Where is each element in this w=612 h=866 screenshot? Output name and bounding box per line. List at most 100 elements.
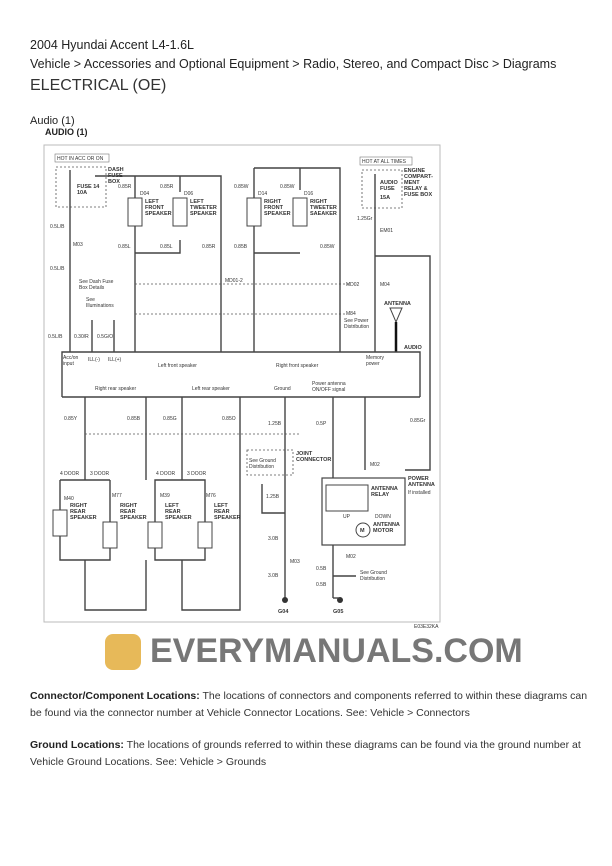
wire-label: 1.25B: [268, 421, 282, 427]
motor-symbol: M: [360, 528, 365, 534]
connector-locations-note: Connector/Component Locations: The locat…: [30, 688, 590, 722]
connector-d16: D16: [304, 191, 313, 197]
wire-label: 0.85W: [320, 244, 335, 250]
wire-label: 0.5L/B: [50, 224, 65, 230]
wire-label: 0.85G: [163, 416, 177, 422]
fuse14-amp: 10A: [77, 190, 87, 196]
audio-unit-label: AUDIO: [404, 345, 422, 351]
connector-m84: M84: [346, 311, 356, 317]
connector-m03: M03: [73, 242, 83, 248]
left-front-group-label: Left front speaker: [158, 363, 197, 369]
antenna-motor-label: ANTENNA MOTOR: [373, 522, 400, 534]
wire-label: 0.5B: [316, 582, 327, 588]
memory-power-label: Memory power: [366, 355, 385, 367]
see-ground-note: See Ground Distribution: [360, 570, 387, 582]
watermark-text: EVERYMANUALS.COM: [150, 632, 523, 670]
connector-d14: D14: [258, 191, 267, 197]
connector-m02: M02: [370, 462, 380, 468]
wire-label: 0.85O: [222, 416, 236, 422]
watermark-logo: [105, 634, 141, 670]
right-tweeter-label: RIGHT TWEETER SAEAKER: [310, 199, 337, 217]
see-dash-fuse-note: See Dash Fuse Box Details: [79, 279, 114, 291]
ground-group-label: Ground: [274, 386, 291, 392]
connector-m03b: M03: [290, 559, 300, 565]
connector-m02: M02: [346, 554, 356, 560]
wire-label: 0.85Gr: [410, 418, 426, 424]
see-power-note: See Power Distribution: [344, 318, 370, 330]
connector-md01: MD01-2: [225, 278, 243, 284]
vehicle-title: 2004 Hyundai Accent L4-1.6L: [30, 38, 195, 52]
note-text: The locations of connectors and componen…: [30, 690, 588, 719]
wire-label: 0.30/R: [74, 334, 89, 340]
three-door-label: 3 DOOR: [90, 471, 110, 477]
ill-neg-label: ILL(-): [88, 357, 100, 363]
wire-label: 3.0B: [268, 573, 279, 579]
wire-label: 0.85W: [234, 184, 249, 190]
wire-label: 0.5L/B: [50, 266, 65, 272]
down-label: DOWN: [375, 514, 391, 520]
wire-label: 0.5L/B: [48, 334, 63, 340]
ground-g05: G05: [333, 609, 343, 615]
wire-label: 0.85B: [234, 244, 248, 250]
ground-locations-note: Ground Locations: The locations of groun…: [30, 737, 590, 771]
connector-m77: M77: [112, 493, 122, 499]
wire-label: 0.85W: [280, 184, 295, 190]
breadcrumb: Vehicle > Accessories and Optional Equip…: [30, 57, 557, 71]
left-rear-speaker-label: LEFT REAR SPEAKER: [214, 503, 241, 521]
wire-label: 0.5B: [316, 566, 327, 572]
section-heading: ELECTRICAL (OE): [30, 77, 167, 94]
hot-acc-label: HOT IN ACC OR ON: [57, 156, 104, 162]
connector-d04: D04: [140, 191, 149, 197]
connector-d06: D06: [184, 191, 193, 197]
four-door-label: 4 DOOR: [60, 471, 80, 477]
left-rear-speaker-label: LEFT REAR SPEAKER: [165, 503, 192, 521]
antenna-relay-label: ANTENNA RELAY: [371, 486, 398, 498]
left-tweeter-label: LEFT TWEETER SPEAKER: [190, 199, 217, 217]
joint-connector-label: JOINT CONNECTOR: [296, 451, 332, 463]
connector-em01: EM01: [380, 228, 393, 234]
note-text: The locations of grounds referred to wit…: [30, 739, 581, 768]
diagram-ref-code: E03E32KA: [414, 624, 439, 630]
left-rear-group-label: Left rear speaker: [192, 386, 230, 392]
see-illuminations-note: See Illuminations: [86, 297, 114, 309]
connector-m04: M04: [380, 282, 390, 288]
ground-g04: G04: [278, 609, 289, 615]
engine-fuse-box-label: ENGINE COMPART-MENT RELAY & FUSE BOX: [404, 168, 433, 198]
ill-pos-label: ILL(+): [108, 357, 122, 363]
wire-label: 1.25Gr: [357, 216, 373, 222]
audio-fuse-label: AUDIO FUSE: [380, 180, 398, 192]
wire-label: 0.85Y: [64, 416, 78, 422]
dash-fuse-box-label: DASH FUSE BOX: [108, 167, 124, 185]
power-antenna-label: POWER ANTENNA: [408, 476, 435, 488]
acc-input-label: Acc/on input: [63, 355, 79, 367]
audio-fuse-amp: 15A: [380, 195, 390, 201]
wire-label: 0.85R: [202, 244, 216, 250]
right-front-group-label: Right front speaker: [276, 363, 319, 369]
if-installed-label: If installed: [408, 490, 431, 496]
three-door-label: 3 DOOR: [187, 471, 207, 477]
connector-md02: MD02: [346, 282, 360, 288]
connector-m39: M39: [160, 493, 170, 499]
note-label: Connector/Component Locations:: [30, 690, 200, 702]
hot-all-times-label: HOT AT ALL TIMES: [362, 159, 407, 165]
right-rear-group-label: Right rear speaker: [95, 386, 136, 392]
four-door-label: 4 DOOR: [156, 471, 176, 477]
wire-label: 0.85B: [127, 416, 141, 422]
note-label: Ground Locations:: [30, 739, 124, 751]
ground-icon: [282, 597, 288, 603]
wire-label: 0.5G/O: [97, 334, 113, 340]
wire-label: 0.85L: [118, 244, 131, 250]
connector-m76: M76: [206, 493, 216, 499]
power-antenna-signal-label: Power antenna ON/OFF signal: [312, 381, 346, 393]
right-front-speaker-label: RIGHT FRONT SPEAKER: [264, 199, 291, 217]
connector-m40: M40: [64, 496, 74, 502]
antenna-label: ANTENNA: [384, 301, 411, 307]
wire-label: 0.85L: [160, 244, 173, 250]
wire-label: 1.25B: [266, 494, 280, 500]
wire-label: 0.5P: [316, 421, 327, 427]
fuse14-label: FUSE 14: [77, 184, 100, 190]
wire-label: 0.85R: [118, 184, 132, 190]
diagram-title: Audio (1): [30, 115, 75, 127]
left-front-speaker-label: LEFT FRONT SPEAKER: [145, 199, 172, 217]
